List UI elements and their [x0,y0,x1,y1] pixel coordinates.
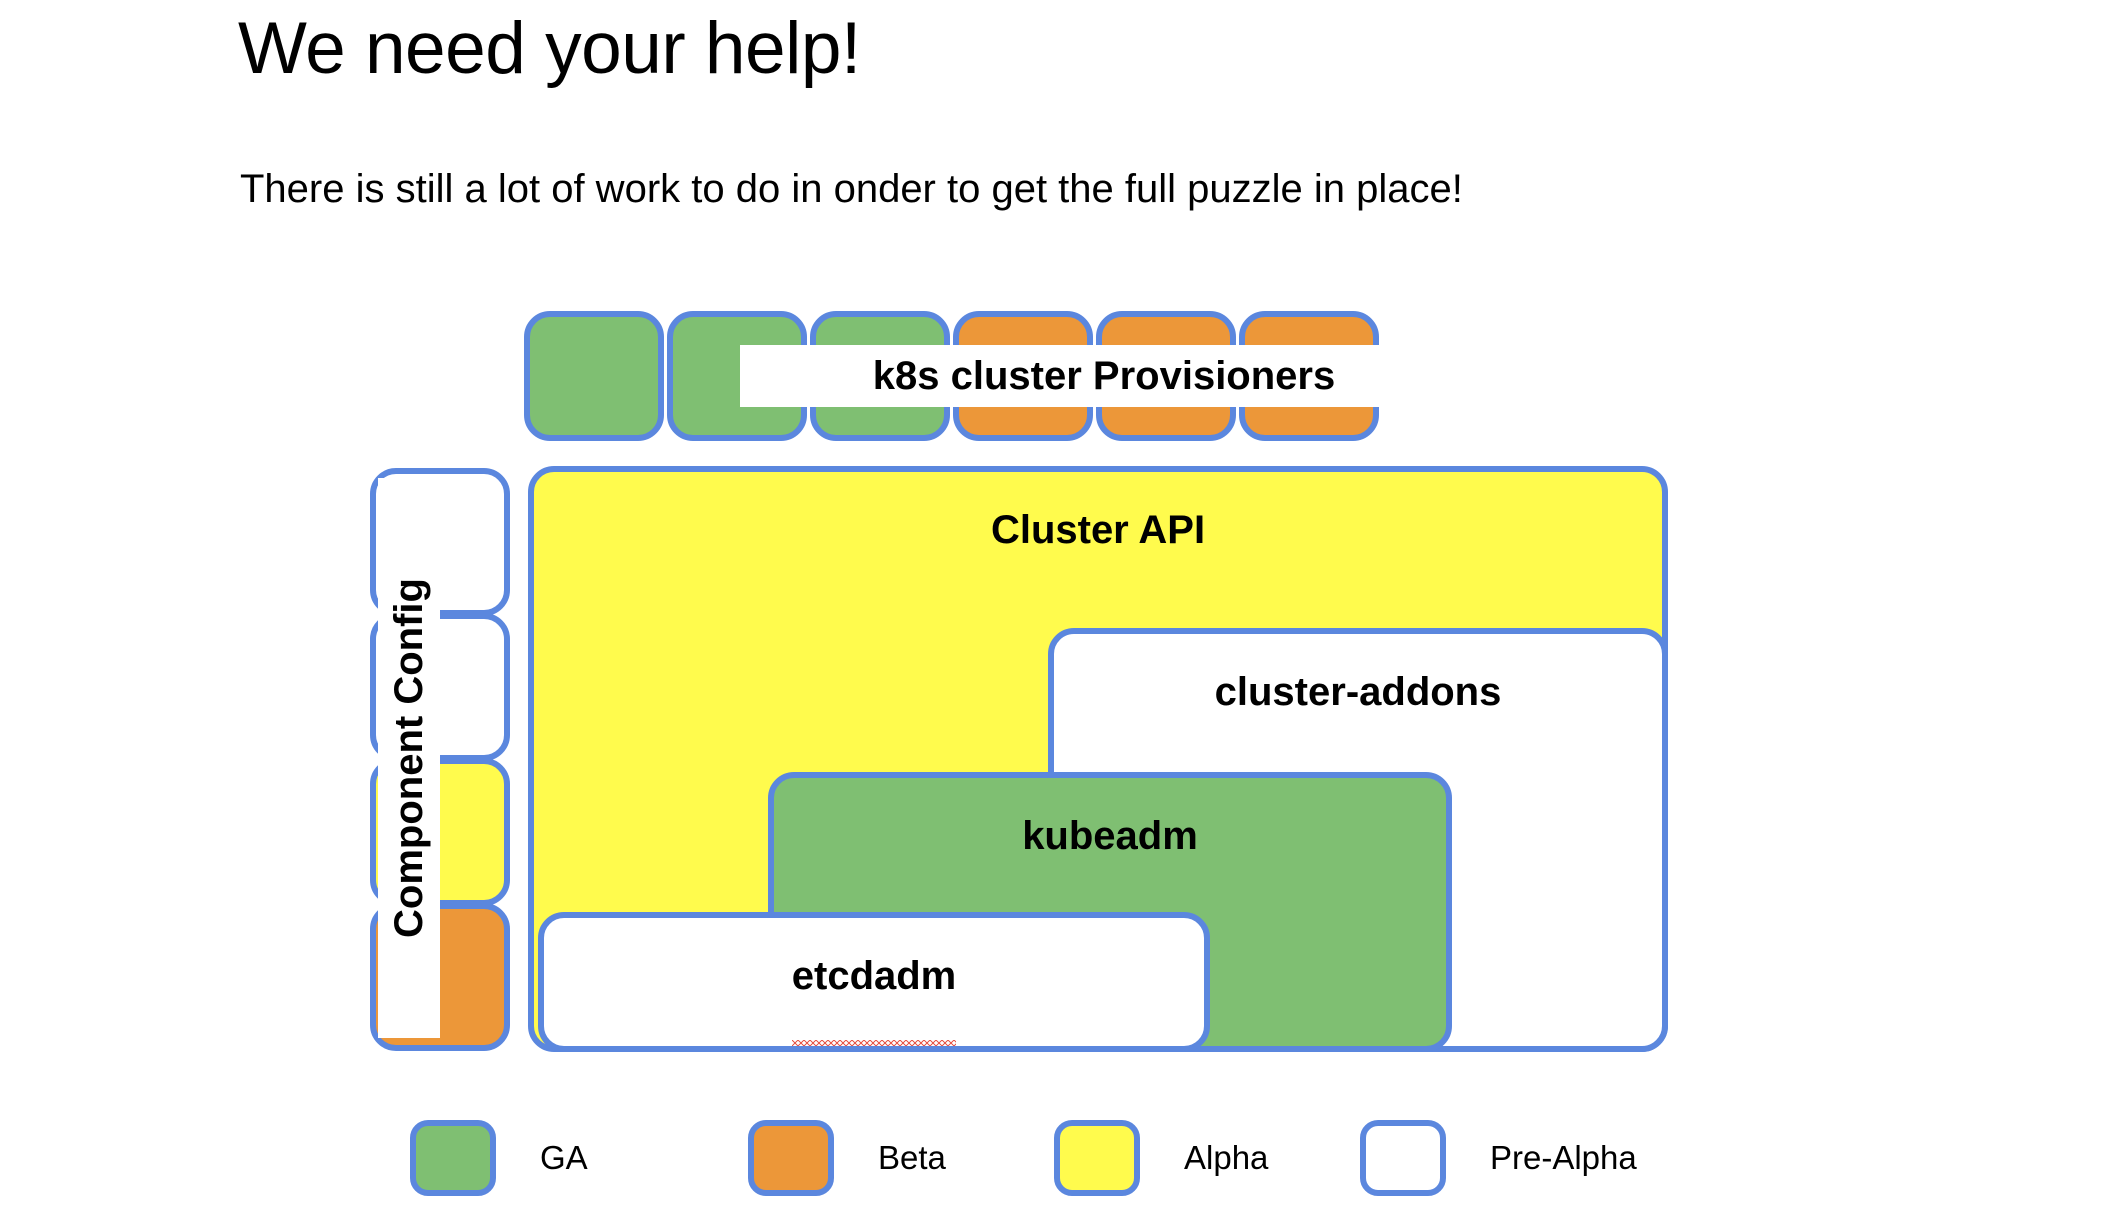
block-cluster-addons-label: cluster-addons [1214,670,1502,714]
legend-label-beta: Beta [878,1139,946,1176]
provisioner-label: k8s cluster Provisioners [740,345,1468,407]
provisioner-box-8[interactable] [1525,311,1665,441]
legend-item-pre-alpha: Pre-Alpha [1360,1120,1637,1196]
legend: GA Beta Alpha Pre-Alpha [0,1120,2126,1210]
legend-label-ga: GA [540,1139,588,1176]
legend-label-alpha: Alpha [1184,1139,1269,1176]
provisioner-box-1[interactable] [524,311,664,441]
page-subtitle: There is still a lot of work to do in on… [240,167,1463,211]
component-config-label: Component Config [378,478,440,1038]
block-etcdadm[interactable]: etcdadm [538,912,1210,1052]
block-kubeadm-label: kubeadm [1022,814,1198,858]
legend-swatch-ga [410,1120,496,1196]
block-cluster-api-label: Cluster API [990,508,1206,552]
legend-item-beta: Beta [748,1120,946,1196]
page-title: We need your help! [238,8,861,89]
legend-swatch-beta [748,1120,834,1196]
legend-swatch-alpha [1054,1120,1140,1196]
legend-item-alpha: Alpha [1054,1120,1268,1196]
legend-label-pre-alpha: Pre-Alpha [1490,1139,1637,1176]
block-etcdadm-label: etcdadm [791,954,957,1046]
component-config-label-text: Component Config [387,578,432,938]
legend-swatch-pre-alpha [1360,1120,1446,1196]
legend-item-ga: GA [410,1120,588,1196]
